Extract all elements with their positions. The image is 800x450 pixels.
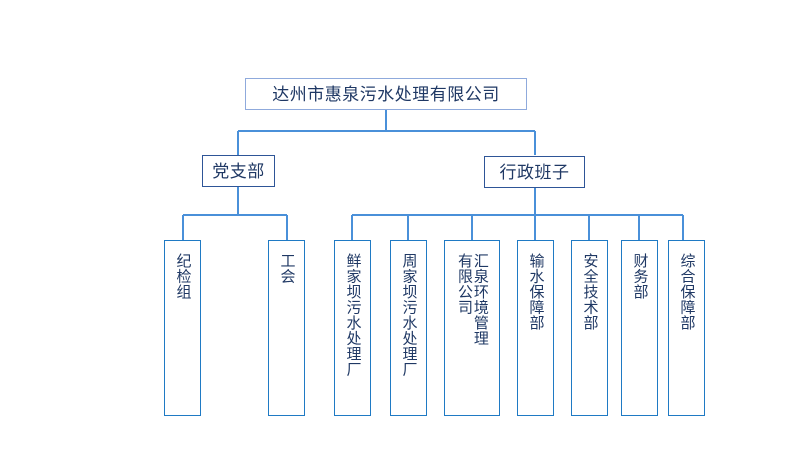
- node-huiquan-label-column-left: 有限公司: [456, 253, 473, 315]
- node-huiquan-environment-company-label: 汇泉环境管理 有限公司: [456, 253, 489, 346]
- node-zhoujiaba-plant-label: 周家坝污水处理厂: [400, 253, 418, 377]
- node-huiquan-environment-company[interactable]: 汇泉环境管理 有限公司: [444, 240, 500, 416]
- node-root-company[interactable]: 达州市惠泉污水处理有限公司: [245, 78, 527, 110]
- node-party-branch[interactable]: 党支部: [202, 155, 275, 187]
- node-xianjiaba-plant-label: 鲜家坝污水处理厂: [344, 253, 362, 377]
- node-water-supply-department-label: 输水保障部: [527, 253, 545, 331]
- node-party-branch-label: 党支部: [212, 161, 265, 181]
- node-general-support-department-label: 综合保障部: [678, 253, 696, 331]
- node-discipline-inspection-group-label: 纪检组: [174, 253, 192, 300]
- node-finance-department[interactable]: 财务部: [621, 240, 658, 416]
- node-safety-technology-department-label: 安全技术部: [581, 253, 599, 331]
- node-zhoujiaba-plant[interactable]: 周家坝污水处理厂: [390, 240, 427, 416]
- node-admin-team-label: 行政班子: [499, 162, 570, 182]
- node-general-support-department[interactable]: 综合保障部: [668, 240, 705, 416]
- node-safety-technology-department[interactable]: 安全技术部: [571, 240, 608, 416]
- node-labor-union[interactable]: 工会: [268, 240, 305, 416]
- node-water-supply-department[interactable]: 输水保障部: [517, 240, 554, 416]
- node-finance-department-label: 财务部: [631, 253, 649, 300]
- node-huiquan-label-column-right: 汇泉环境管理: [471, 253, 489, 346]
- node-discipline-inspection-group[interactable]: 纪检组: [164, 240, 201, 416]
- node-xianjiaba-plant[interactable]: 鲜家坝污水处理厂: [334, 240, 371, 416]
- node-admin-team[interactable]: 行政班子: [484, 156, 585, 188]
- node-root-company-label: 达州市惠泉污水处理有限公司: [272, 84, 500, 104]
- node-labor-union-label: 工会: [278, 253, 296, 284]
